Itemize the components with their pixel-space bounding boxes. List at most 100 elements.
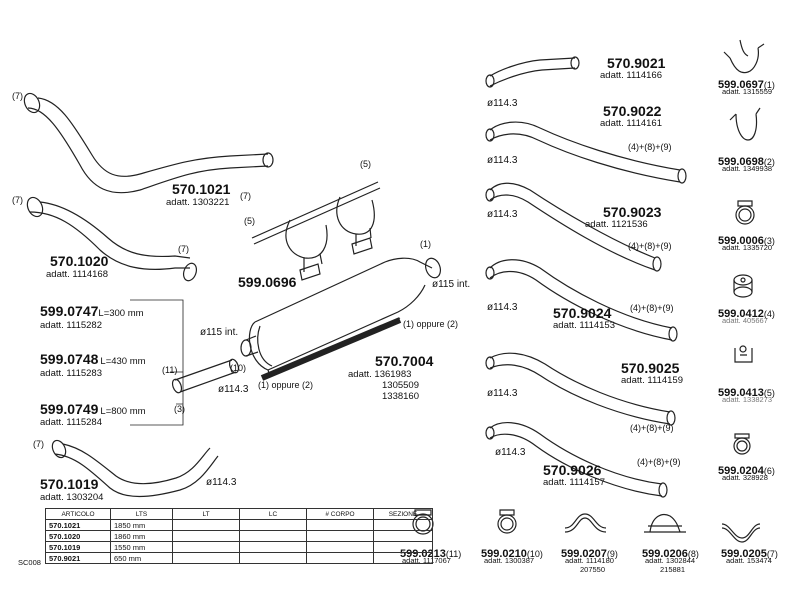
part-code-570-1020: 570.1020	[50, 253, 109, 269]
ref-label: (11)	[162, 365, 178, 375]
side-code: SC008	[18, 558, 41, 567]
table-cell	[172, 541, 240, 553]
clamp-599-0206-drawing	[644, 513, 686, 533]
pipe-570-9024-drawing	[485, 259, 678, 342]
inlet-label: ø115 int.	[200, 327, 239, 338]
bottom-part-adatt: adatt. 1114180	[565, 556, 614, 565]
bottom-part-adatt: adatt. 1300387	[484, 556, 535, 565]
part-code-570-1021: 570.1021	[172, 181, 231, 197]
pipe-570-9023-drawing	[485, 182, 662, 272]
ref-label: (5)	[360, 159, 371, 169]
side-part-adatt: adatt. 1349938	[722, 164, 773, 173]
clamp-599-0698-drawing	[729, 107, 761, 141]
side-part-0412: 599.0412(4)	[718, 308, 775, 320]
side-part-adatt: adatt. 405667	[722, 316, 768, 325]
side-part-adatt: adatt. 1315559	[722, 87, 773, 96]
bottom-part-0210: 599.0210(10)	[481, 548, 543, 560]
refs-label: (4)+(8)+(9)	[630, 303, 674, 313]
ref-label: (5)	[244, 216, 255, 226]
clamp-599-0205-drawing	[721, 523, 761, 543]
table-row: 570.1019 1550 mm	[45, 541, 433, 553]
table-row: 570.9021 650 mm	[45, 552, 433, 564]
adatt-570-9021: adatt. 1114166	[600, 70, 662, 81]
refs-label: (4)+(8)+(9)	[637, 457, 681, 467]
table-row: 570.1021 1850 mm	[45, 519, 433, 531]
bottom-part-0205: 599.0205(7)	[721, 548, 778, 560]
part-code-570-9023: 570.9023	[603, 204, 662, 220]
table-header-row: ARTICOLO LTS LT LC # CORPO SEZIONE	[45, 508, 433, 520]
table-cell: 570.9021	[45, 552, 111, 564]
side-part-0006: 599.0006(3)	[718, 235, 775, 247]
part-code-570-9022: 570.9022	[603, 103, 662, 119]
adatt-570-1021: adatt. 1303221	[166, 197, 230, 208]
diameter-label: ø114.3	[487, 155, 518, 166]
adatt-570-9022: adatt. 1114161	[600, 118, 662, 129]
adatt-570-9025: adatt. 1114159	[621, 375, 683, 386]
adatt-570-7004: adatt. 1361983	[348, 369, 412, 380]
table-cell	[306, 519, 374, 531]
table-header: LT	[172, 508, 240, 520]
diameter-label: ø114.3	[206, 477, 237, 488]
table-header: # CORPO	[306, 508, 374, 520]
table-cell	[239, 530, 307, 542]
table-cell	[373, 541, 433, 553]
ref-label: (1)	[420, 239, 431, 249]
table-cell	[239, 541, 307, 553]
bottom-part-adatt: adatt. 1302844	[645, 556, 696, 565]
table-cell	[172, 552, 240, 564]
pipe-570-9021-drawing	[485, 56, 580, 88]
adatt-570-7004-c: 1338160	[382, 391, 419, 402]
table-header: LC	[239, 508, 307, 520]
table-cell	[306, 530, 374, 542]
refs-label: (4)+(8)+(9)	[628, 241, 672, 251]
ref-label: (7)	[33, 439, 44, 449]
adatt-570-9026: adatt. 1114157	[543, 477, 605, 488]
bottom-part-0206: 599.0206(8)	[642, 548, 699, 560]
adatt-599-0747: adatt. 1115282	[40, 320, 102, 331]
pipe-570-1019-drawing	[51, 439, 219, 498]
table-cell: 650 mm	[110, 552, 173, 564]
table-cell: 570.1021	[45, 519, 111, 531]
refs-label: (4)+(8)+(9)	[630, 423, 674, 433]
clamp-599-0006-drawing	[735, 200, 755, 225]
diameter-label: ø114.3	[487, 302, 518, 313]
muffler-drawing	[240, 257, 442, 381]
adatt-570-9024: adatt. 1114153	[553, 320, 615, 331]
table-cell: 570.1020	[45, 530, 111, 542]
diameter-label: ø114.3	[487, 388, 518, 399]
table-cell: 1550 mm	[110, 541, 173, 553]
table-cell	[306, 552, 374, 564]
side-part-0204: 599.0204(6)	[718, 465, 775, 477]
bottom-part-adatt2: 215881	[660, 565, 686, 574]
table-cell: 570.1019	[45, 541, 111, 553]
pipe-570-9025-drawing	[485, 352, 676, 426]
adatt-570-9023: adatt. 1121536	[585, 219, 648, 230]
diameter-label: ø114.3	[495, 447, 526, 458]
ref-label: (7)	[12, 195, 23, 205]
ref-label: (3)	[174, 404, 185, 414]
ref-label: (7)	[12, 91, 23, 101]
adatt-570-1019: adatt. 1303204	[40, 492, 104, 503]
refs-label: (4)+(8)+(9)	[628, 142, 672, 152]
part-code-570-7004: 570.7004	[375, 353, 434, 369]
table-cell	[172, 519, 240, 531]
diameter-label: ø114.3	[487, 209, 518, 220]
diameter-label: ø114.3	[218, 384, 249, 395]
side-part-0698: 599.0698(2)	[718, 156, 775, 168]
part-code-599-0696: 599.0696	[238, 274, 297, 290]
table-header: SEZIONE	[373, 508, 433, 520]
pipe-570-9022-drawing	[485, 121, 687, 184]
table-cell	[306, 541, 374, 553]
part-code-599-0747: 599.0747L=300 mm	[40, 303, 144, 319]
table-cell	[373, 519, 433, 531]
bottom-part-adatt2: 207550	[580, 565, 606, 574]
table-cell: 1850 mm	[110, 519, 173, 531]
short-pipe-drawing	[171, 358, 240, 394]
ref-label: (7)	[178, 244, 189, 254]
table-cell	[373, 552, 433, 564]
table-cell	[172, 530, 240, 542]
spec-table: ARTICOLO LTS LT LC # CORPO SEZIONE 570.1…	[45, 508, 433, 564]
adatt-599-0749: adatt. 1115284	[40, 417, 102, 428]
